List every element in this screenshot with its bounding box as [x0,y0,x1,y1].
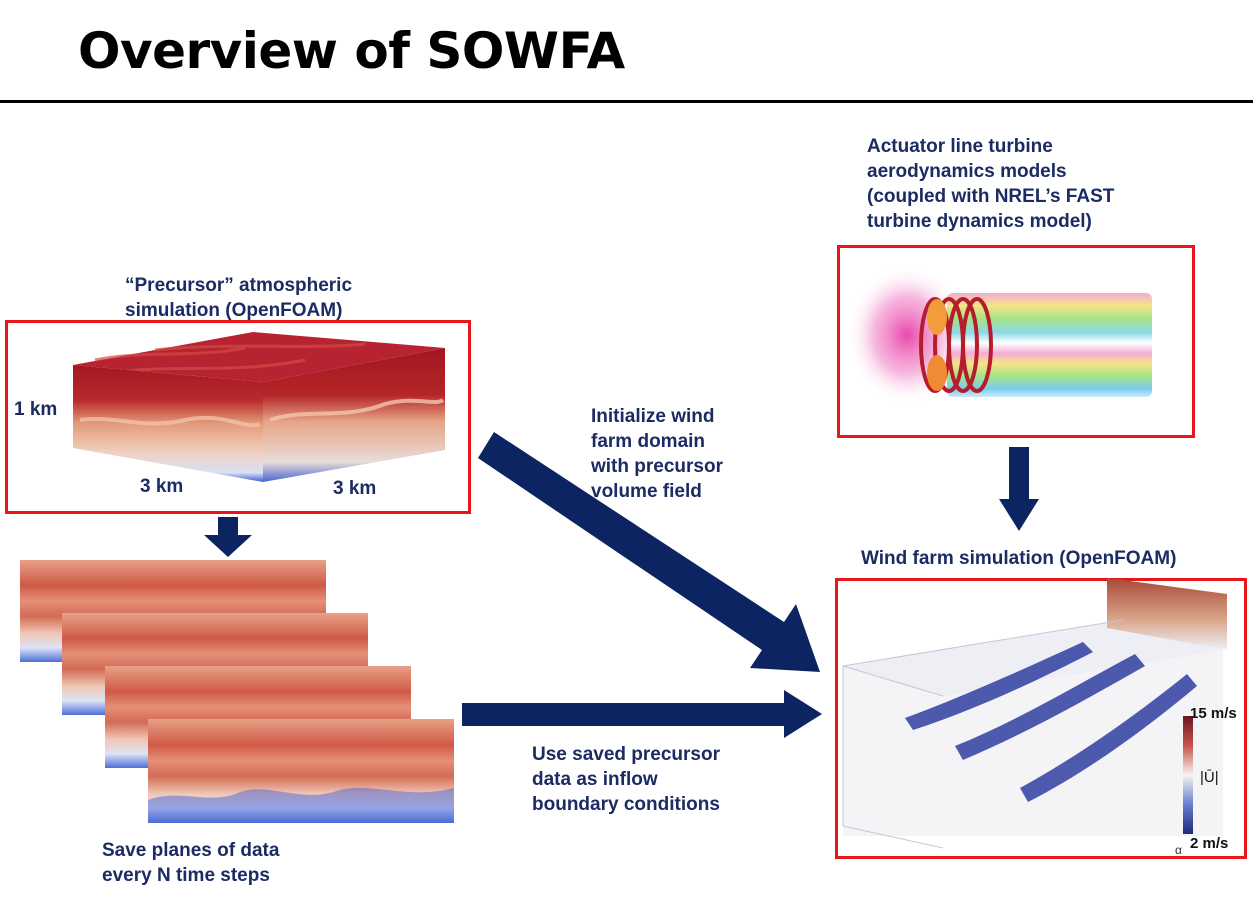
cube-side-face [263,348,445,482]
horizontal-arrow-inflow [462,690,822,738]
precursor-label: “Precursor” atmospheric simulation (Open… [125,275,353,321]
colorbar-min-label: 2 m/s [1190,835,1229,852]
wind-farm-visual [842,578,1227,849]
colorbar [1183,716,1193,834]
wind-farm-label: Wind farm simulation (OpenFOAM) [861,548,1177,569]
slide-title: Overview of SOWFA [78,22,625,80]
precursor-panel [5,320,471,514]
height-label: 1 km [14,399,58,420]
initialize-label: Initialize wind farm domain with precurs… [591,406,723,502]
saved-planes-stack [20,560,454,823]
width-label-side: 3 km [333,478,377,499]
width-label-front: 3 km [140,476,184,497]
inflow-plane [1107,578,1227,650]
save-planes-label: Save planes of data every N time steps [102,840,280,886]
colorbar-alpha-label: α [1175,843,1182,857]
blade-tip-helix [919,297,993,393]
diagonal-arrow-initialize [478,432,820,672]
actuator-panel [837,245,1195,438]
turbine-wakes [905,642,1197,802]
wake-tube [947,293,1152,397]
colorbar-quantity-label: |Ū| [1200,769,1219,786]
use-saved-label: Use saved precursor data as inflow bound… [532,744,720,815]
actuator-wake-visual [847,265,1152,405]
down-arrow-actuator [999,447,1039,531]
colorbar-max-label: 15 m/s [1190,705,1237,722]
down-arrow-planes [204,517,252,557]
actuator-label: Actuator line turbine aerodynamics model… [867,136,1115,232]
title-divider [0,100,1253,103]
wind-farm-panel: 15 m/s |Ū| 2 m/s α [835,578,1247,859]
precursor-cube [73,332,445,482]
